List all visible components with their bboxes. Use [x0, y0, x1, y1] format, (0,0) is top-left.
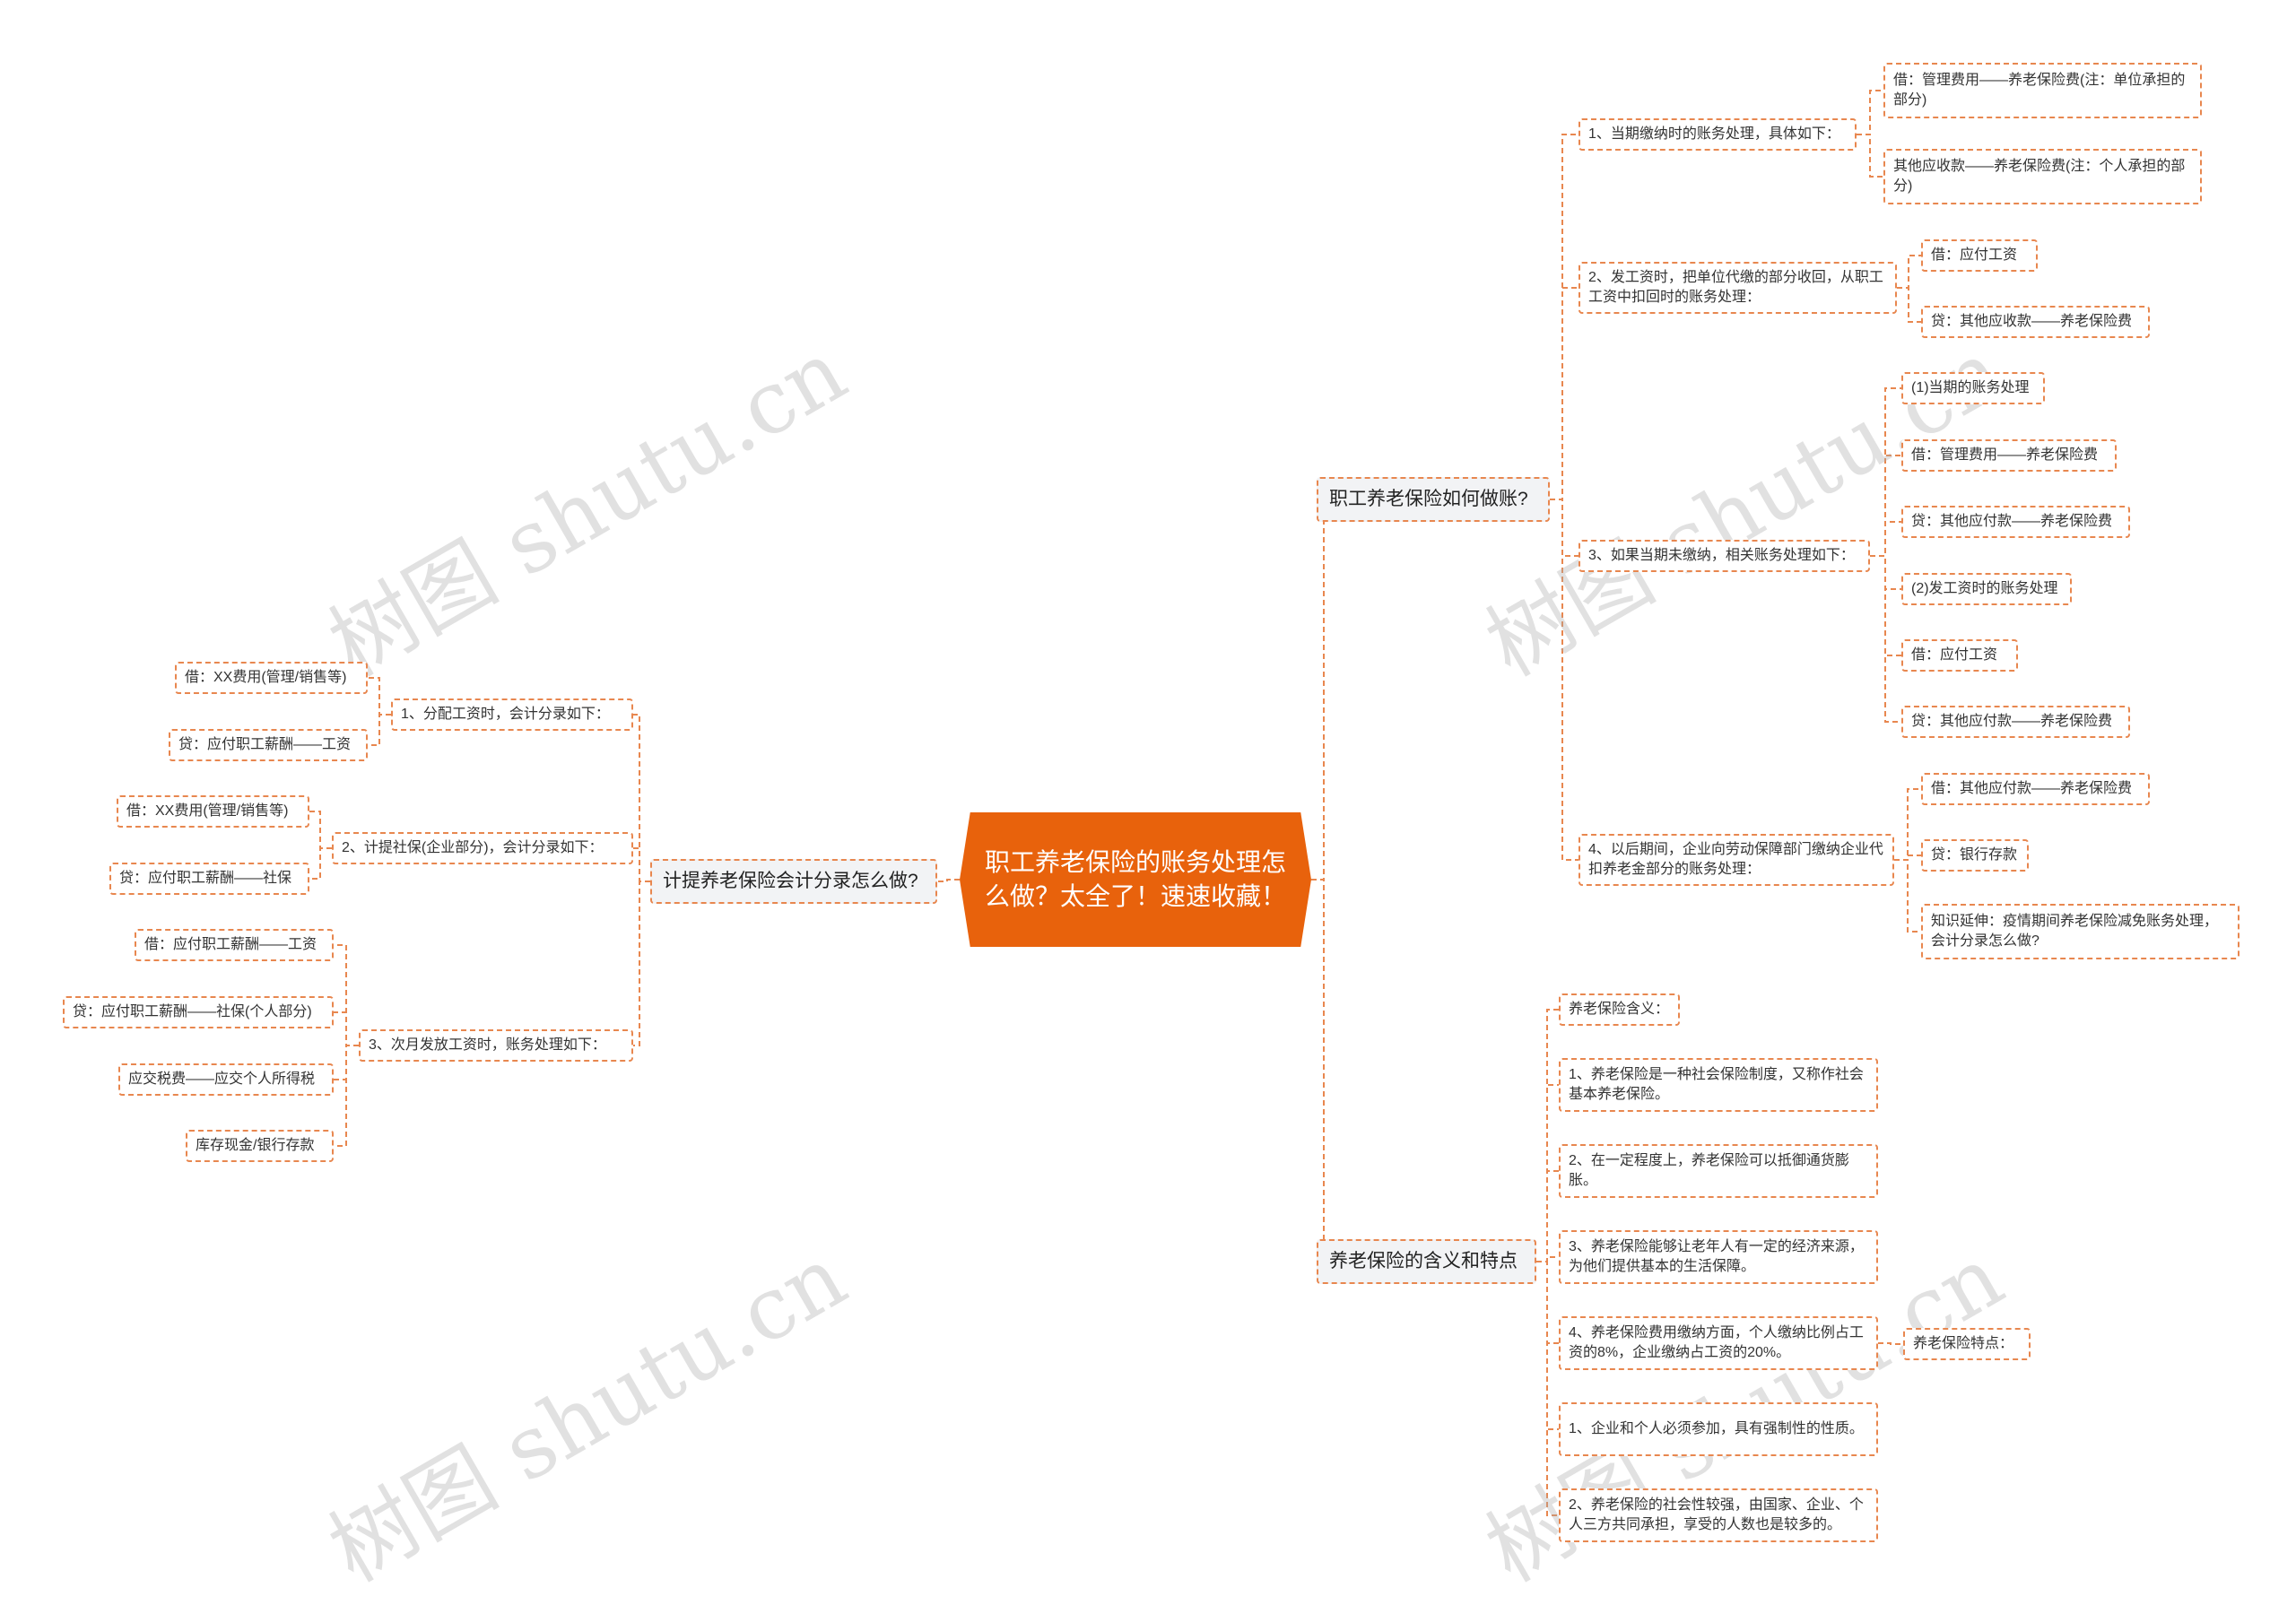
- leaf-l1b[interactable]: 贷：应付职工薪酬——工资: [169, 729, 368, 761]
- root-topic[interactable]: 职工养老保险的账务处理怎么做？太全了！速速收藏！: [960, 812, 1311, 947]
- connector-line: [1550, 134, 1578, 500]
- connector-line: [368, 677, 391, 716]
- meaning-item-1[interactable]: 1、养老保险是一种社会保险制度，又称作社会基本养老保险。: [1559, 1058, 1878, 1112]
- leaf-l2b[interactable]: 贷：应付职工薪酬——社保: [109, 863, 309, 895]
- connector-line: [1870, 521, 1901, 557]
- connector-line: [1311, 879, 1325, 1262]
- connector-line: [1897, 287, 1921, 323]
- connector-line: [1897, 255, 1921, 289]
- connector-line: [1870, 555, 1901, 723]
- branch-meaning[interactable]: 养老保险的含义和特点: [1317, 1239, 1536, 1284]
- leaf-r3c[interactable]: 贷：其他应付款——养老保险费: [1901, 506, 2130, 538]
- sub-node-l1[interactable]: 1、分配工资时，会计分录如下：: [391, 698, 633, 731]
- leaf-r1b[interactable]: 其他应收款——养老保险费(注：个人承担的部分): [1883, 149, 2202, 204]
- leaf-l3a[interactable]: 借：应付职工薪酬——工资: [135, 929, 334, 961]
- connector-line: [1870, 455, 1901, 557]
- sub-node-r3[interactable]: 3、如果当期未缴纳，相关账务处理如下：: [1578, 540, 1870, 572]
- sub-node-r1[interactable]: 1、当期缴纳时的账务处理，具体如下：: [1578, 118, 1857, 151]
- sub-node-l2[interactable]: 2、计提社保(企业部分)，会计分录如下：: [332, 832, 633, 864]
- connector-line: [633, 847, 650, 882]
- sub-node-l3[interactable]: 3、次月发放工资时，账务处理如下：: [359, 1029, 633, 1062]
- connector-line: [1857, 90, 1883, 135]
- meaning-item-3[interactable]: 3、养老保险能够让老年人有一定的经济来源，为他们提供基本的生活保障。: [1559, 1230, 1878, 1284]
- connector-line: [1536, 1261, 1559, 1516]
- feature-label[interactable]: 养老保险特点：: [1903, 1328, 2031, 1360]
- connector-line: [633, 881, 650, 1046]
- leaf-r3b[interactable]: 借：管理费用——养老保险费: [1901, 439, 2117, 472]
- connector-line: [368, 714, 391, 746]
- connector-line: [1550, 499, 1578, 557]
- leaf-r2a[interactable]: 借：应付工资: [1921, 239, 2038, 272]
- connector-line: [1311, 499, 1325, 881]
- meaning-item-6[interactable]: 2、养老保险的社会性较强，由国家、企业、个人三方共同承担，享受的人数也是较多的。: [1559, 1488, 1878, 1542]
- connector-line: [937, 879, 960, 882]
- leaf-l3d[interactable]: 库存现金/银行存款: [186, 1130, 334, 1162]
- connector-line: [1536, 1170, 1559, 1262]
- meaning-item-2[interactable]: 2、在一定程度上，养老保险可以抵御通货膨胀。: [1559, 1144, 1878, 1198]
- connector-line: [1894, 859, 1921, 933]
- connector-line: [1550, 499, 1578, 861]
- connector-line: [309, 847, 332, 880]
- leaf-l1a[interactable]: 借：XX费用(管理/销售等): [175, 662, 368, 694]
- leaf-r1a[interactable]: 借：管理费用——养老保险费(注：单位承担的部分): [1883, 63, 2202, 118]
- sub-node-r2[interactable]: 2、发工资时，把单位代缴的部分收回，从职工工资中扣回时的账务处理：: [1578, 262, 1897, 314]
- leaf-r2b[interactable]: 贷：其他应收款——养老保险费: [1921, 306, 2150, 338]
- connector-line: [633, 714, 650, 882]
- sub-node-r4[interactable]: 4、以后期间，企业向劳动保障部门缴纳企业代扣养老金部分的账务处理：: [1578, 834, 1894, 886]
- connector-line: [334, 1011, 359, 1046]
- leaf-l2a[interactable]: 借：XX费用(管理/销售等): [117, 795, 309, 828]
- connector-line: [334, 944, 359, 1046]
- meaning-item-0[interactable]: 养老保险含义：: [1559, 993, 1680, 1026]
- leaf-l3c[interactable]: 应交税费——应交个人所得税: [118, 1063, 334, 1096]
- branch-accrual[interactable]: 计提养老保险会计分录怎么做?: [650, 859, 937, 904]
- leaf-r3e[interactable]: 借：应付工资: [1901, 639, 2018, 672]
- connector-line: [1550, 287, 1578, 500]
- connector-line: [1857, 134, 1883, 178]
- connector-line: [1894, 788, 1921, 861]
- connector-line: [309, 811, 332, 849]
- leaf-r4a[interactable]: 借：其他应付款——养老保险费: [1921, 773, 2150, 805]
- meaning-item-5[interactable]: 1、企业和个人必须参加，具有强制性的性质。: [1559, 1402, 1878, 1456]
- branch-bookkeeping[interactable]: 职工养老保险如何做账?: [1317, 477, 1550, 522]
- connector-line: [334, 1045, 359, 1147]
- leaf-r3a[interactable]: (1)当期的账务处理: [1901, 372, 2045, 404]
- leaf-l3b[interactable]: 贷：应付职工薪酬——社保(个人部分): [63, 996, 334, 1028]
- leaf-r3d[interactable]: (2)发工资时的账务处理: [1901, 573, 2072, 605]
- meaning-item-4[interactable]: 4、养老保险费用缴纳方面，个人缴纳比例占工资的8%，企业缴纳占工资的20%。: [1559, 1316, 1878, 1370]
- leaf-r4b[interactable]: 贷：银行存款: [1921, 839, 2029, 872]
- leaf-r3f[interactable]: 贷：其他应付款——养老保险费: [1901, 706, 2130, 738]
- connector-line: [1878, 1342, 1903, 1345]
- leaf-r4c[interactable]: 知识延伸：疫情期间养老保险减免账务处理，会计分录怎么做?: [1921, 904, 2239, 959]
